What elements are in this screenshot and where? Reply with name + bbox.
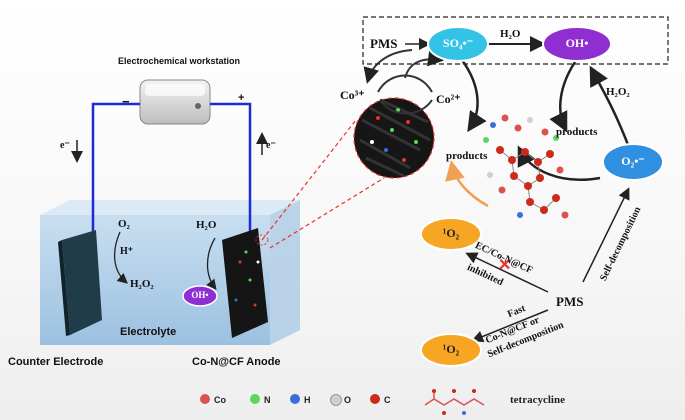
h2o2-right-label: H₂O₂ [606, 86, 630, 98]
oh-top-label: OH• [565, 36, 589, 50]
minus-sign: − [122, 94, 130, 109]
counter-electrode-label: Counter Electrode [8, 356, 104, 368]
co3-label: Co³⁺ [340, 88, 365, 102]
so4-label: SO₄•⁻ [442, 36, 474, 50]
zoom-line-bottom [269, 177, 385, 249]
workstation-box [139, 79, 211, 125]
oh-anode-label: OH• [191, 290, 209, 300]
products-right-label: products [556, 126, 598, 138]
legend-n-dot [250, 394, 260, 404]
pms-to-singlet-inhibited-arrow [465, 252, 549, 293]
pollutant-molecules [483, 114, 569, 219]
singlet-oval-top [420, 217, 482, 251]
anode-reaction-arrow [206, 237, 217, 291]
singlet-oval-bottom [420, 333, 482, 367]
legend-c-label: C [384, 395, 391, 405]
singlet-to-products-arrow [445, 160, 489, 208]
o2-to-oh-arrow [589, 65, 632, 151]
anode-plate [222, 228, 269, 338]
h2o2-cathode-label: H₂O₂ [130, 278, 154, 290]
electron-right-label: e⁻ [266, 140, 276, 151]
co2-label: Co²⁺ [436, 92, 461, 106]
cathode-reaction-arrow [114, 231, 128, 284]
zoom-line-top [261, 119, 357, 241]
legend-h-dot [290, 394, 300, 404]
co-cycle-arrow-up [404, 50, 444, 79]
inhibited-cross-icon: ✕ [498, 257, 511, 274]
co-cycle-arrow-left [363, 49, 413, 84]
h2o-top-label: H₂O [500, 28, 521, 40]
o2-cathode-label: O₂ [118, 218, 130, 230]
tetracycline-molecule-icon [424, 389, 485, 415]
oh-to-products-arrow [549, 61, 577, 133]
legend-co-dot [200, 394, 210, 404]
h-plus-label: H⁺ [120, 246, 134, 257]
so4-oval [427, 26, 489, 62]
circuit-wires [91, 102, 252, 238]
legend-o-label: O [344, 395, 352, 405]
o2rad-to-products-arrow [517, 145, 601, 181]
o2-radical-label: O₂•⁻ [621, 154, 645, 168]
legend-c-dot [370, 394, 380, 404]
so4-to-products-arrow [460, 59, 487, 133]
oh-oval-anode [182, 285, 218, 307]
electrolyte-label: Electrolyte [120, 326, 177, 338]
singlet-top-label: ¹O₂ [442, 226, 460, 240]
pms-bottom-label: PMS [556, 294, 584, 309]
pms-to-singlet-fast-arrow [471, 309, 549, 343]
workstation-label: Electrochemical workstation [118, 56, 241, 66]
legend-o-dot [330, 394, 342, 406]
anode-label: Co-N@CF Anode [192, 356, 281, 368]
pms-top-label: PMS [370, 36, 398, 51]
legend-co-label: Co [214, 395, 226, 405]
electron-left-label: e⁻ [60, 140, 70, 151]
legend-n-label: N [264, 395, 271, 405]
pms-self-decomp-arrow [582, 187, 630, 283]
legend-h-label: H [304, 395, 311, 405]
o2-radical-oval [602, 143, 664, 181]
singlet-bottom-label: ¹O₂ [442, 342, 460, 356]
radical-dashed-box [362, 16, 669, 65]
oh-oval-top [542, 26, 612, 62]
counter-electrode-plate [58, 230, 102, 336]
products-left-label: products [446, 150, 488, 162]
legend-tetracycline-label: tetracycline [510, 394, 565, 406]
legend-bar: Co N H O C tetracycline [0, 385, 685, 420]
catalyst-zoom-circle [353, 97, 435, 179]
plus-sign: + [238, 92, 245, 104]
h2o-anode-label: H₂O [196, 219, 217, 231]
